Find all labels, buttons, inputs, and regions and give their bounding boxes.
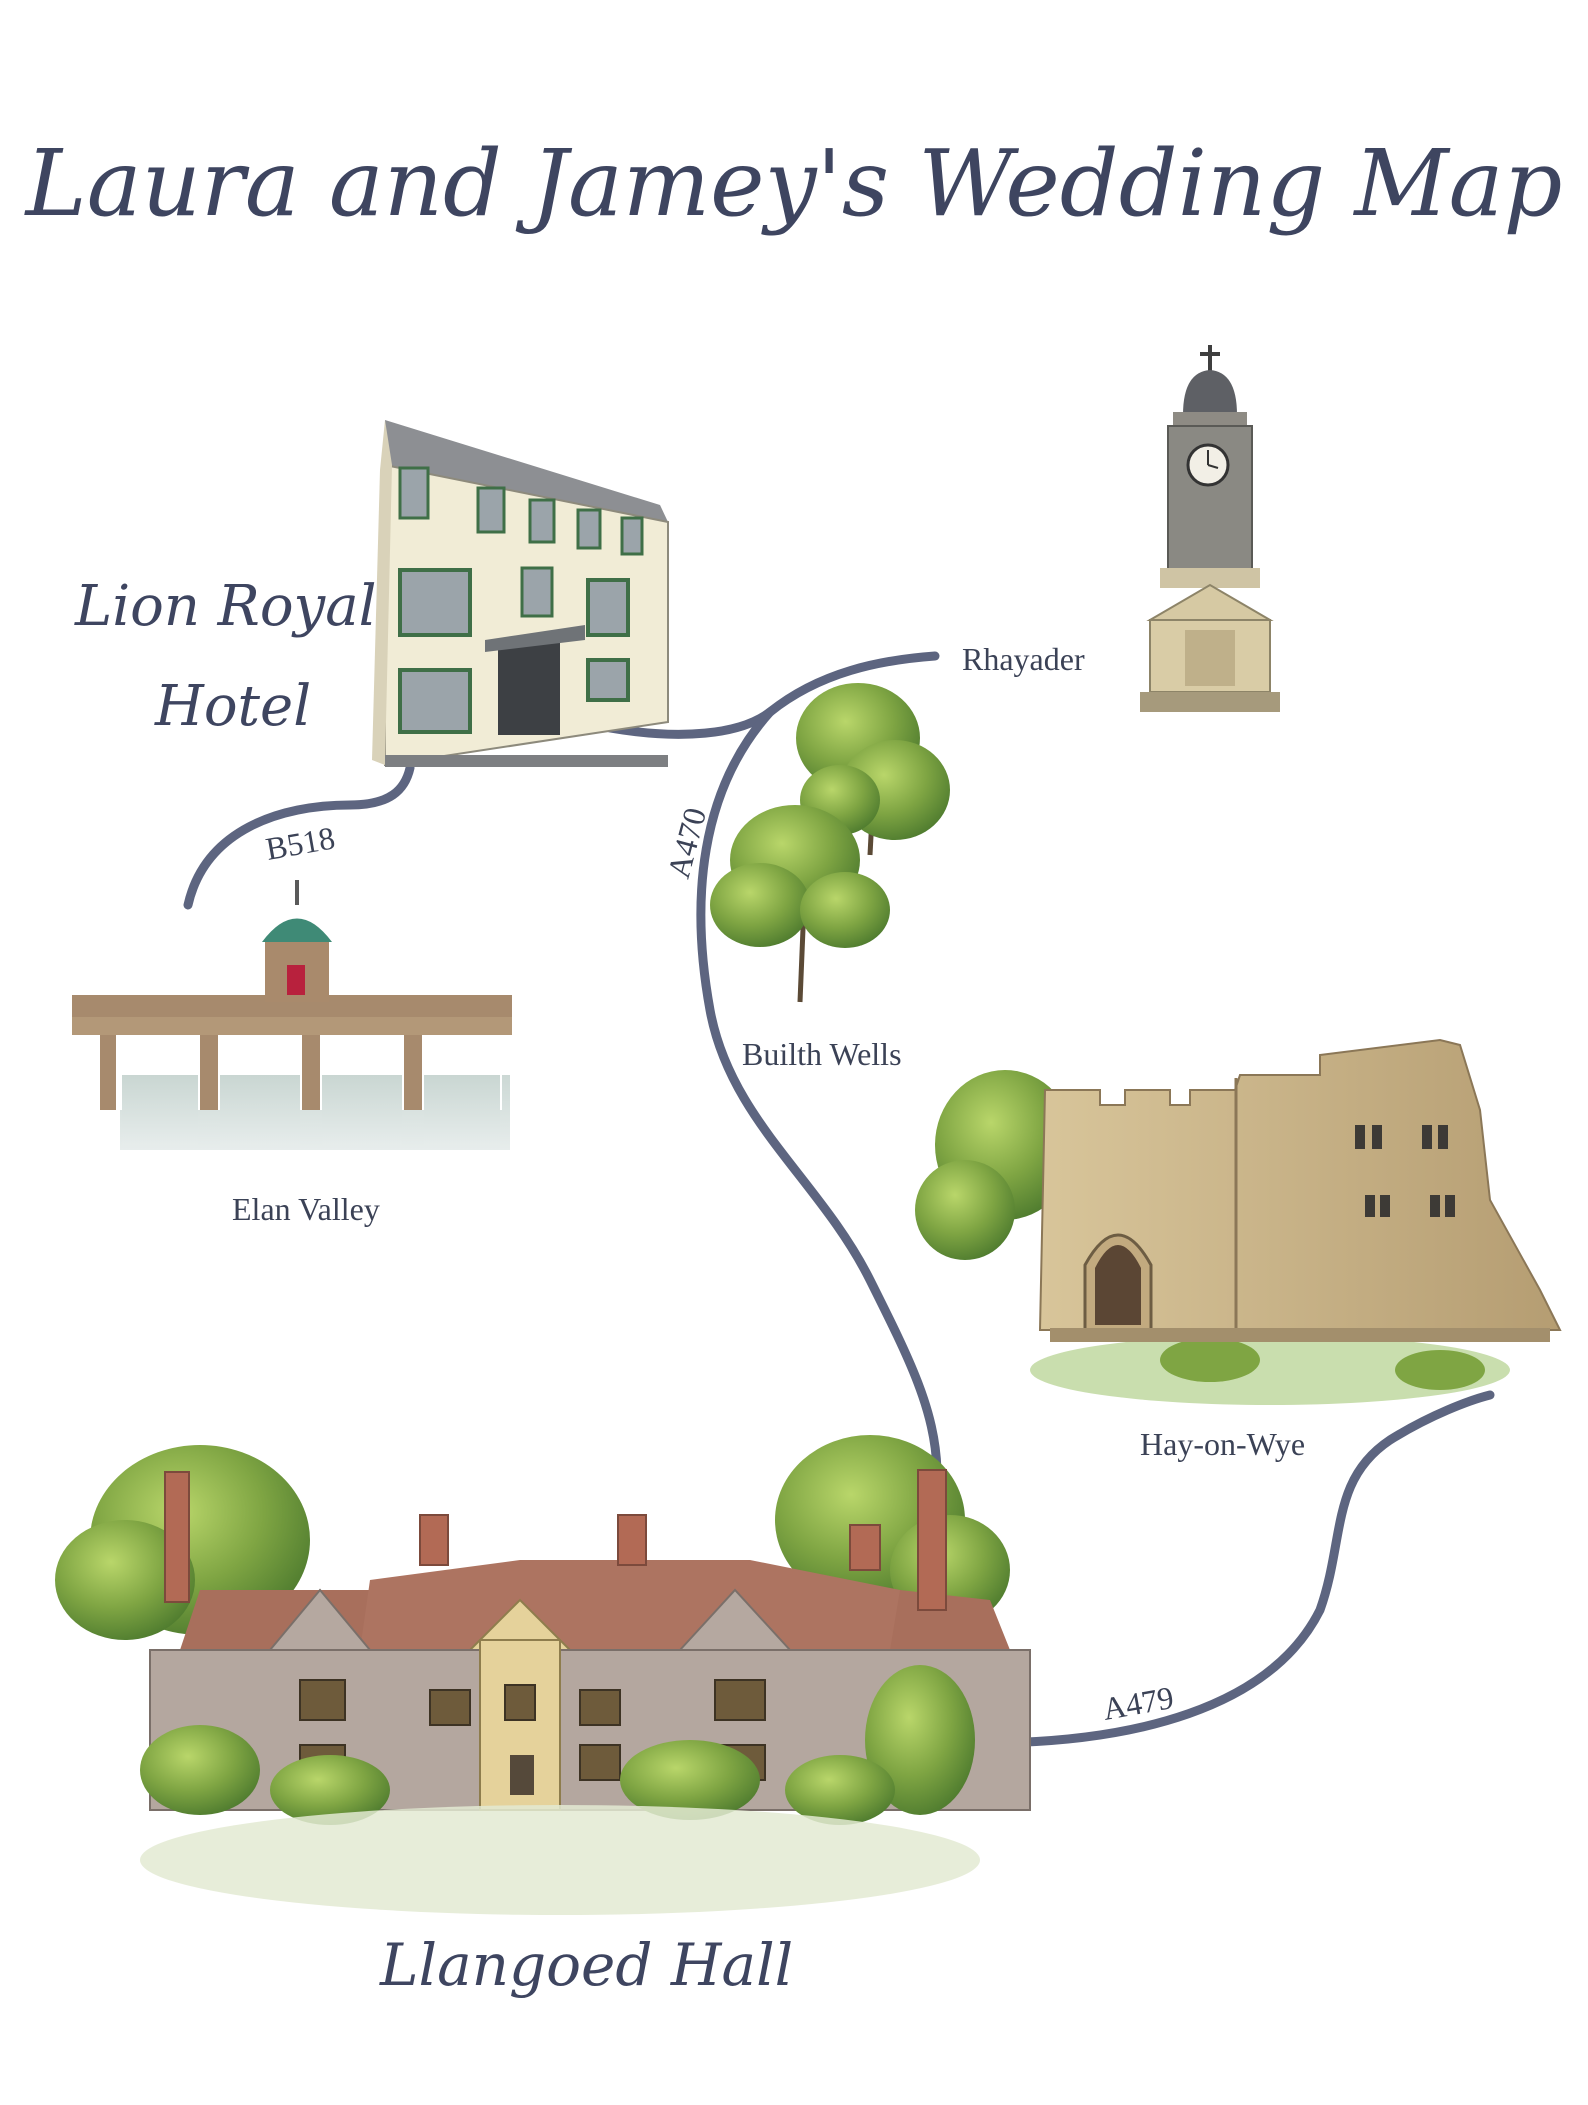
place-label-elan-valley: Elan Valley	[232, 1191, 380, 1227]
lion-royal-hotel-illustration	[372, 420, 669, 767]
hay-castle-illustration	[915, 1038, 1562, 1405]
place-label-lion-royal-line1: Lion Royal	[74, 574, 377, 639]
elan-valley-dam-illustration	[72, 880, 512, 1150]
map-title: Laura and Jamey's Wedding Map	[24, 130, 1563, 237]
road-a479	[985, 1390, 1495, 1748]
builth-wells-trees-illustration	[710, 683, 950, 1003]
llangoed-hall-illustration	[55, 1435, 1031, 1915]
place-label-hay-on-wye: Hay-on-Wye	[1140, 1426, 1305, 1462]
road-a470	[696, 707, 942, 1475]
road-b518	[183, 763, 415, 910]
place-label-llangoed-hall: Llangoed Hall	[379, 1931, 793, 1999]
place-label-rhayader: Rhayader	[962, 641, 1085, 677]
place-label-builth-wells: Builth Wells	[742, 1036, 902, 1072]
rhayader-clock-tower-illustration	[1140, 345, 1280, 712]
place-label-lion-royal-line2: Hotel	[154, 674, 311, 739]
road-label-b518: B518	[263, 819, 338, 866]
